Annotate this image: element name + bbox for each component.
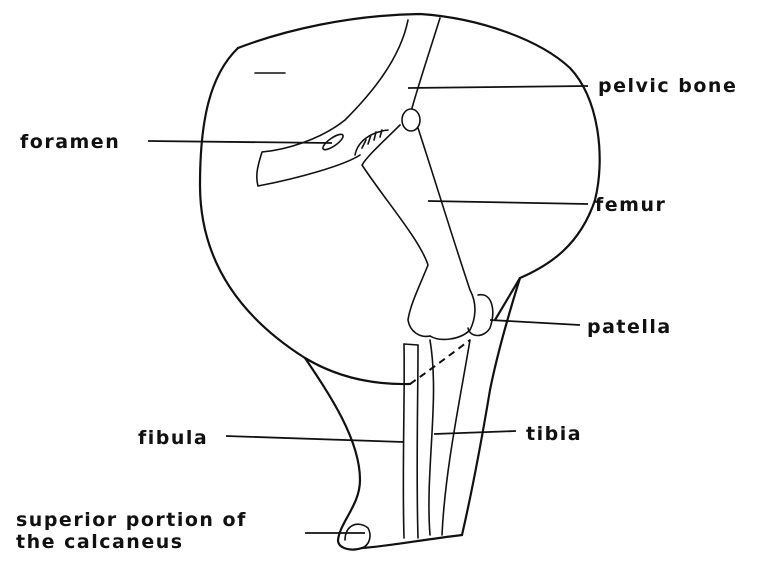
femur-right-edge xyxy=(418,128,475,339)
patella-label: patella xyxy=(587,316,672,338)
patella-shape xyxy=(468,295,493,336)
femur-left-edge xyxy=(362,125,430,336)
fibula-proximal xyxy=(404,344,418,345)
pelvic-bone-shape xyxy=(257,20,408,186)
pelvic-bone-label: pelvic bone xyxy=(598,75,737,97)
tibia-shape xyxy=(429,340,470,535)
lower-leg-base xyxy=(362,535,462,548)
femur-leader xyxy=(428,201,588,204)
tibia-label: tibia xyxy=(526,423,582,445)
thigh-outline xyxy=(238,14,600,320)
femur-label: femur xyxy=(595,194,666,216)
fibula-label: fibula xyxy=(138,427,208,449)
patella-leader xyxy=(490,320,580,325)
thigh-outline-left xyxy=(200,48,410,384)
foramen-leader xyxy=(148,141,332,143)
pelvic-bone-leader xyxy=(408,86,588,88)
foramen-label: foramen xyxy=(20,131,120,153)
tibia-leader xyxy=(434,431,516,434)
fibula-shape xyxy=(403,344,418,538)
calcaneus-label-line1: superior portion of xyxy=(16,509,247,531)
lower-leg-outline-right xyxy=(462,278,520,535)
fibula-leader xyxy=(226,436,404,442)
calcaneus-label-line2: the calcaneus xyxy=(16,531,184,553)
foramen-shape xyxy=(321,132,345,152)
lower-leg-outline-left xyxy=(305,358,362,550)
calcaneus-shape xyxy=(345,524,370,548)
knee-dashed-line xyxy=(410,340,470,384)
pelvic-bone-right-edge xyxy=(412,18,440,108)
